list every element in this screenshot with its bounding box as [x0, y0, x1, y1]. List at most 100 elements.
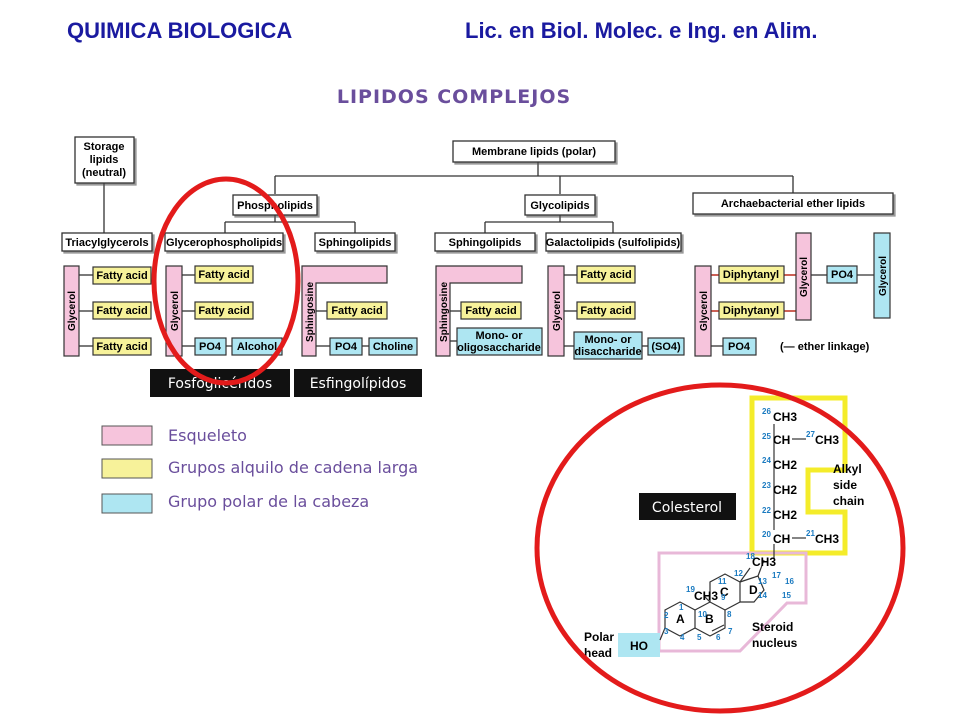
- svg-text:19: 19: [686, 585, 695, 594]
- tag-structure: Glycerol Fatty acid Fatty acid Fatty aci…: [63, 265, 152, 357]
- glycerophospholipids-box: Glycerophospholipids: [164, 232, 284, 252]
- legend-swatch-polar: [101, 493, 153, 514]
- ring-c: C: [720, 585, 729, 599]
- gal-sulfate: (SO4): [651, 341, 681, 353]
- svg-text:Glycolipids: Glycolipids: [530, 200, 589, 212]
- svg-text:15: 15: [782, 591, 791, 600]
- esfingolipidos-label: Esfingolípidos: [294, 369, 422, 397]
- svg-text:CH3: CH3: [815, 532, 839, 546]
- side-chain-c20: 20 CH 21 CH3: [762, 529, 839, 546]
- sphingosine-2: Sphingosine: [439, 282, 450, 342]
- galactolipids-box: Galactolipids (sulfolipids): [545, 232, 682, 252]
- gpl-alcohol: Alcohol: [237, 341, 277, 353]
- svg-text:17: 17: [772, 571, 781, 580]
- svg-text:22: 22: [762, 506, 771, 515]
- svg-text:Galactolipids (sulfolipids): Galactolipids (sulfolipids): [546, 237, 681, 249]
- steroid-label-1: Steroid: [752, 620, 793, 634]
- svg-text:21: 21: [806, 529, 815, 538]
- tag-fatty-acid-2: Fatty acid: [96, 305, 147, 317]
- svg-text:CH2: CH2: [773, 458, 797, 472]
- side-chain-c25: 25 CH 27 CH3: [762, 430, 839, 447]
- svg-text:Sphingolipids: Sphingolipids: [319, 237, 392, 249]
- svg-text:HO: HO: [630, 639, 648, 653]
- program-title: Lic. en Biol. Molec. e Ing. en Alim.: [465, 18, 818, 43]
- svg-text:3: 3: [664, 627, 669, 636]
- legend-label-alkyl: Grupos alquilo de cadena larga: [168, 458, 418, 477]
- steroid-rings: [659, 559, 765, 641]
- glycolipids-box: Glycolipids: [524, 194, 596, 216]
- gal-fatty-acid-2: Fatty acid: [580, 305, 631, 317]
- ring-b: B: [705, 612, 714, 626]
- svg-text:10: 10: [698, 610, 707, 619]
- ether-linkage-note: (— ether linkage): [780, 341, 870, 353]
- side-chain-c23: 23 CH2: [762, 481, 797, 497]
- methyl-18: CH3: [752, 555, 776, 569]
- svg-text:Triacylglycerols: Triacylglycerols: [65, 237, 148, 249]
- side-chain-c22: 22 CH2: [762, 506, 797, 522]
- svg-text:14: 14: [758, 591, 767, 600]
- svg-text:Membrane lipids (polar): Membrane lipids (polar): [472, 146, 596, 158]
- gsl-sugar-line1: Mono- or: [475, 330, 523, 342]
- polar-label-2: head: [584, 646, 612, 660]
- svg-text:CH3: CH3: [815, 433, 839, 447]
- sphingosine-1: Sphingosine: [305, 282, 316, 342]
- legend-label-polar: Grupo polar de la cabeza: [168, 492, 369, 511]
- galactolipid-structure: Glycerol Fatty acid Fatty acid Mono- or …: [547, 265, 685, 360]
- spl-phosphate: PO4: [335, 341, 358, 353]
- archaeal-lipid-structure: Glycerol Diphytanyl Diphytanyl PO4 Glyce…: [694, 232, 891, 357]
- gal-sugar-line2: disaccharide: [574, 346, 641, 358]
- svg-text:Sphingolipids: Sphingolipids: [449, 237, 522, 249]
- alkyl-label-2: side: [833, 478, 857, 492]
- cholesterol-structure: HO 26 CH3 25 CH 27 CH3 24 CH2 23 CH2 22 …: [584, 395, 864, 660]
- side-chain-c26: 26 CH3: [762, 407, 797, 424]
- sphingophospholipid-structure: Sphingosine Fatty acid PO4 Choline: [301, 265, 418, 357]
- arch-phosphate-bottom: PO4: [728, 341, 751, 353]
- course-title: QUIMICA BIOLOGICA: [67, 18, 293, 43]
- svg-text:24: 24: [762, 456, 771, 465]
- svg-text:16: 16: [785, 577, 794, 586]
- gpl-fatty-acid-1: Fatty acid: [198, 269, 249, 281]
- svg-text:23: 23: [762, 481, 771, 490]
- svg-text:7: 7: [728, 627, 733, 636]
- svg-text:12: 12: [734, 569, 743, 578]
- svg-text:4: 4: [680, 633, 685, 642]
- svg-text:2: 2: [664, 611, 669, 620]
- tag-glycerol: Glycerol: [67, 291, 78, 331]
- svg-text:6: 6: [716, 633, 721, 642]
- gsl-sugar-line2: oligosaccharide: [457, 342, 541, 354]
- svg-text:Storage: Storage: [84, 141, 125, 153]
- arch-phosphate-mid: PO4: [831, 269, 854, 281]
- gal-fatty-acid-1: Fatty acid: [580, 269, 631, 281]
- steroid-label-2: nucleus: [752, 636, 798, 650]
- legend-swatch-backbone: [101, 425, 153, 446]
- svg-text:Glycerophospholipids: Glycerophospholipids: [166, 237, 282, 249]
- gal-sugar-line1: Mono- or: [584, 334, 632, 346]
- sphingolipids-box-glyco: Sphingolipids: [434, 232, 536, 252]
- tag-fatty-acid-3: Fatty acid: [96, 341, 147, 353]
- side-chain-c24: 24 CH2: [762, 456, 797, 472]
- svg-text:CH2: CH2: [773, 508, 797, 522]
- svg-text:8: 8: [727, 610, 732, 619]
- glycosphingolipid-structure: Sphingosine Fatty acid Mono- or oligosac…: [435, 265, 543, 357]
- gpl-fatty-acid-2: Fatty acid: [198, 305, 249, 317]
- ring-numbers: 1 2 3 4 5 6 7 8 9 10 11 12 13 14 15 16 1…: [664, 569, 794, 642]
- svg-text:5: 5: [697, 633, 702, 642]
- svg-text:13: 13: [758, 577, 767, 586]
- svg-text:lipids: lipids: [90, 154, 119, 166]
- svg-text:11: 11: [718, 577, 727, 586]
- methyl-19: CH3: [694, 589, 718, 603]
- legend: Esqueleto Grupos alquilo de cadena larga…: [101, 425, 418, 514]
- sphingolipids-box-phospho: Sphingolipids: [314, 232, 396, 252]
- ring-d: D: [749, 583, 758, 597]
- arch-glycerol-top: Glycerol: [799, 257, 810, 297]
- triacylglycerols-box: Triacylglycerols: [61, 232, 153, 252]
- svg-text:Colesterol: Colesterol: [652, 500, 722, 516]
- arch-glycerol-left: Glycerol: [699, 291, 710, 331]
- membrane-lipids-box: Membrane lipids (polar): [452, 140, 616, 163]
- storage-lipids-box: Storage lipids (neutral): [74, 136, 135, 184]
- svg-text:26: 26: [762, 407, 771, 416]
- archaea-lipids-box: Archaebacterial ether lipids: [692, 192, 894, 215]
- svg-text:CH: CH: [773, 532, 790, 546]
- legend-label-backbone: Esqueleto: [168, 426, 247, 445]
